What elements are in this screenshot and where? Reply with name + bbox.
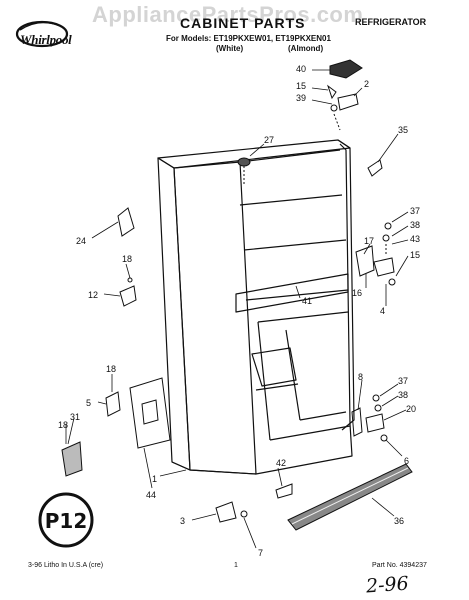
lower-bracket-part — [105, 391, 121, 417]
callout-38: 38 — [410, 220, 420, 230]
page-title: CABINET PARTS — [180, 15, 306, 31]
callout-20: 20 — [406, 404, 416, 414]
footer-page-number: 1 — [234, 562, 238, 569]
callout-24: 24 — [76, 236, 86, 246]
hinge-side-cover-part — [61, 441, 83, 477]
callout-1: 1 — [152, 474, 157, 484]
watermark: AppliancePartsPros.com — [92, 2, 364, 27]
callout-37b: 37 — [398, 376, 408, 386]
whirlpool-logo-icon — [15, 20, 69, 48]
leveler-part — [275, 483, 293, 499]
callout-35: 35 — [398, 125, 408, 135]
callout-43: 43 — [410, 234, 420, 244]
top-bumper-part — [237, 157, 251, 167]
callout-17: 17 — [364, 236, 374, 246]
callout-3: 3 — [180, 516, 185, 526]
upper-opening-edge — [239, 194, 343, 206]
callout-8: 8 — [358, 372, 363, 382]
color-white-label: (White) — [216, 44, 244, 53]
hinge-cover-part — [329, 59, 363, 79]
callout-6: 6 — [404, 456, 409, 466]
center-hinge-part — [355, 245, 375, 277]
brand-logo-text: Whirlpool — [20, 32, 72, 47]
side-bracket-part — [117, 207, 135, 237]
callout-18: 18 — [122, 254, 132, 264]
cabinet-left-side — [157, 157, 191, 471]
callout-2: 2 — [364, 79, 369, 89]
clip-part — [119, 285, 137, 307]
p12-circle-stamp-icon: P12 — [38, 492, 94, 548]
hinge-screw — [330, 104, 338, 112]
part-callouts: 40 15 2 39 35 27 24 17 37 38 43 15 18 12… — [58, 64, 420, 558]
callout-44: 44 — [146, 490, 156, 500]
cabinet-top-face — [157, 139, 351, 169]
callout-42: 42 — [276, 458, 286, 468]
footer-litho: 3-96 Litho In U.S.A (cre) — [28, 562, 104, 569]
callout-15b: 15 — [410, 250, 420, 260]
callout-4: 4 — [380, 306, 385, 316]
lower-recess — [251, 347, 297, 387]
callout-12: 12 — [88, 290, 98, 300]
callout-15: 15 — [296, 81, 306, 91]
callout-18b: 18 — [106, 364, 116, 374]
callout-39: 39 — [296, 93, 306, 103]
callout-5: 5 — [86, 398, 91, 408]
callout-18c: 18 — [58, 420, 68, 430]
appliance-type-label: REFRIGERATOR — [355, 17, 427, 27]
color-almond-label: (Almond) — [288, 44, 324, 53]
callout-37: 37 — [410, 206, 420, 216]
lower-hinge-part — [351, 407, 363, 437]
handwritten-note: 2-96 — [365, 572, 410, 598]
callout-7: 7 — [258, 548, 263, 558]
shim-part — [367, 159, 383, 177]
callout-38b: 38 — [398, 390, 408, 400]
callout-31: 31 — [70, 412, 80, 422]
callout-36: 36 — [394, 516, 404, 526]
cabinet-right-side — [337, 139, 355, 431]
callout-40: 40 — [296, 64, 306, 74]
roller-bracket-part — [215, 501, 237, 523]
callout-27: 27 — [264, 135, 274, 145]
top-hinge-part — [337, 93, 359, 111]
svg-text:P12: P12 — [45, 509, 88, 533]
mullion-divider — [235, 273, 349, 313]
callout-16: 16 — [352, 288, 362, 298]
kickplate-panel-part — [129, 377, 171, 449]
models-line: For Models: ET19PKXEW01, ET19PKXEN01 — [166, 34, 331, 43]
cabinet-front-left-stile — [173, 161, 257, 475]
footer-part-number: Part No. 4394237 — [372, 562, 427, 569]
callout-41: 41 — [302, 296, 312, 306]
